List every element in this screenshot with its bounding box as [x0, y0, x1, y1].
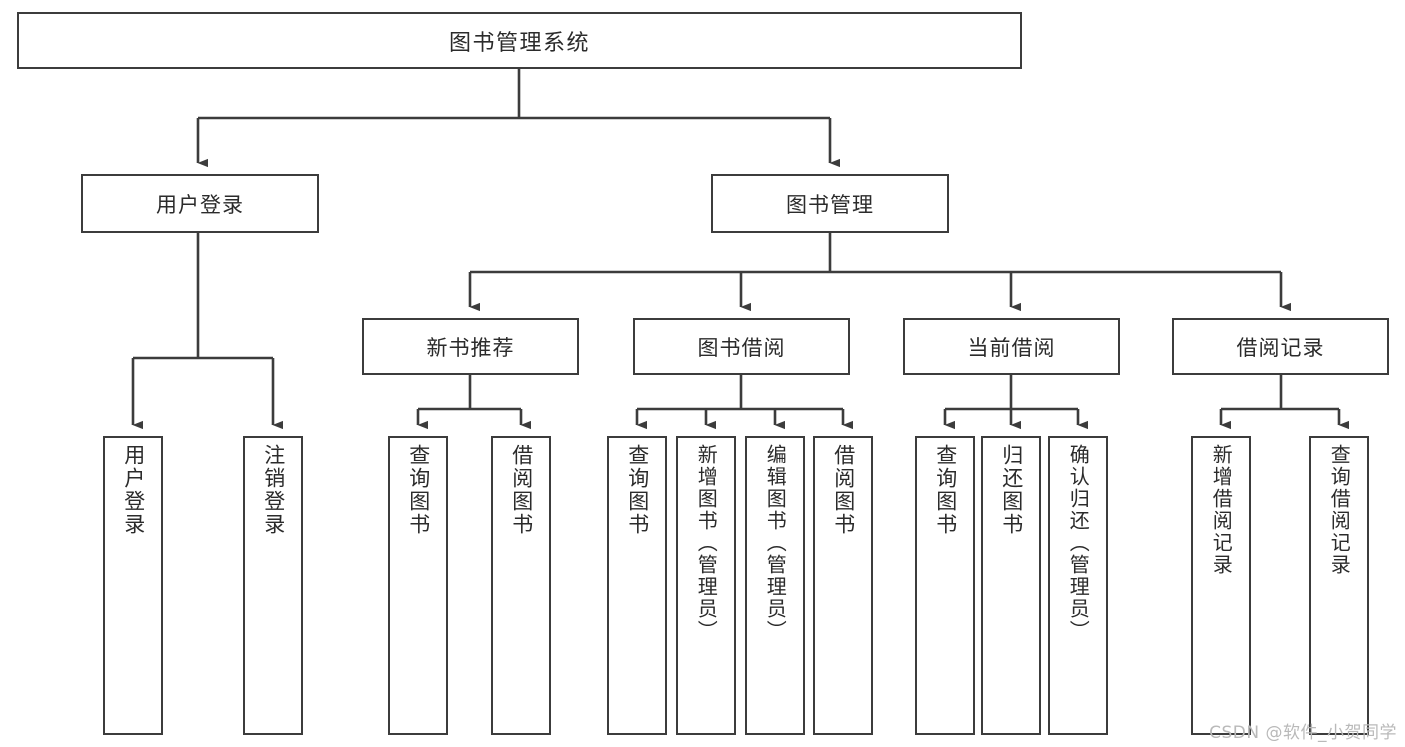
leaf-current-confirm-return-admin[interactable]: 确认归还（管理员）: [1048, 436, 1108, 735]
watermark-text: CSDN @软件_小贺同学: [1209, 723, 1397, 743]
leaf-label: 注销登录: [261, 444, 286, 536]
leaf-borrow-query-book[interactable]: 查询图书: [607, 436, 667, 735]
node-user-login[interactable]: 用户登录: [81, 174, 319, 233]
node-book-borrow[interactable]: 图书借阅: [633, 318, 850, 375]
leaf-recommend-borrow-book[interactable]: 借阅图书: [491, 436, 551, 735]
leaf-logout-login[interactable]: 注销登录: [243, 436, 303, 735]
node-root-system[interactable]: 图书管理系统: [17, 12, 1022, 69]
leaf-current-return-book[interactable]: 归还图书: [981, 436, 1041, 735]
leaf-label: 查询图书: [406, 444, 431, 536]
leaf-borrow-add-book-admin[interactable]: 新增图书（管理员）: [676, 436, 736, 735]
leaf-label: 编辑图书（管理员）: [763, 444, 788, 642]
leaf-label: 新增借阅记录: [1209, 444, 1234, 576]
node-current-borrow[interactable]: 当前借阅: [903, 318, 1120, 375]
leaf-recommend-query-book[interactable]: 查询图书: [388, 436, 448, 735]
leaf-label: 查询借阅记录: [1327, 444, 1352, 576]
leaf-label: 新增图书（管理员）: [694, 444, 719, 642]
node-new-book-recommend[interactable]: 新书推荐: [362, 318, 579, 375]
leaf-record-add-borrow-record[interactable]: 新增借阅记录: [1191, 436, 1251, 735]
leaf-label: 借阅图书: [831, 444, 856, 536]
node-borrow-record[interactable]: 借阅记录: [1172, 318, 1389, 375]
leaf-user-login[interactable]: 用户登录: [103, 436, 163, 735]
leaf-label: 借阅图书: [509, 444, 534, 536]
leaf-label: 用户登录: [121, 444, 146, 536]
leaf-borrow-edit-book-admin[interactable]: 编辑图书（管理员）: [745, 436, 805, 735]
leaf-label: 查询图书: [625, 444, 650, 536]
leaf-label: 归还图书: [999, 444, 1024, 536]
leaf-borrow-borrow-book[interactable]: 借阅图书: [813, 436, 873, 735]
leaf-record-query-borrow-record[interactable]: 查询借阅记录: [1309, 436, 1369, 735]
leaf-label: 查询图书: [933, 444, 958, 536]
leaf-current-query-book[interactable]: 查询图书: [915, 436, 975, 735]
leaf-label: 确认归还（管理员）: [1066, 444, 1091, 642]
node-book-management[interactable]: 图书管理: [711, 174, 949, 233]
